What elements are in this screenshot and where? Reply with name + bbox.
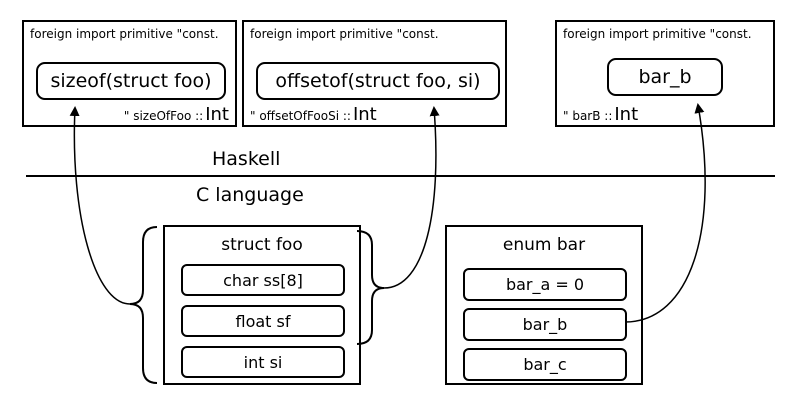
enum-bar-title: enum bar: [502, 235, 586, 255]
offsetof-expression: offsetof(struct foo, si): [256, 62, 500, 100]
offsetof-arrow: [383, 106, 440, 289]
enum-item: bar_b: [463, 308, 627, 341]
struct-brace: [129, 226, 158, 384]
import-box-sizeof: foreign import primitive "const. sizeof(…: [22, 20, 237, 127]
import-box-barb: foreign import primitive "const. bar_b "…: [555, 20, 775, 127]
import-name: " offsetOfFooSi ::: [250, 109, 351, 123]
import-box-offsetof: foreign import primitive "const. offseto…: [242, 20, 507, 127]
sizeof-expression: sizeof(struct foo): [36, 62, 226, 100]
struct-field: int si: [181, 346, 345, 378]
import-signature: " offsetOfFooSi :: Int: [250, 104, 377, 125]
bar-b-expression: bar_b: [607, 58, 723, 96]
offset-brace: [356, 230, 385, 345]
import-name: " barB ::: [563, 109, 613, 123]
import-header: foreign import primitive "const.: [30, 27, 219, 41]
sizeof-arrow: [69, 106, 131, 305]
struct-field: float sf: [181, 305, 345, 337]
import-signature: " barB :: Int: [563, 104, 638, 125]
import-type: Int: [205, 104, 229, 125]
enum-bar-box: enum bar bar_a = 0 bar_b bar_c: [445, 225, 643, 385]
c-language-label: C language: [196, 184, 304, 206]
struct-field: char ss[8]: [181, 264, 345, 296]
enum-item: bar_c: [463, 348, 627, 381]
import-signature: " sizeOfFoo :: Int: [124, 104, 229, 125]
import-header: foreign import primitive "const.: [563, 27, 752, 41]
bar-b-arrow: [624, 103, 706, 323]
struct-foo-box: struct foo char ss[8] float sf int si: [163, 225, 361, 385]
enum-item: bar_a = 0: [463, 268, 627, 301]
import-name: " sizeOfFoo ::: [123, 109, 204, 123]
import-type: Int: [352, 104, 377, 125]
struct-foo-title: struct foo: [221, 235, 303, 255]
import-type: Int: [614, 104, 639, 125]
haskell-label: Haskell: [212, 148, 281, 170]
import-header: foreign import primitive "const.: [250, 27, 439, 41]
